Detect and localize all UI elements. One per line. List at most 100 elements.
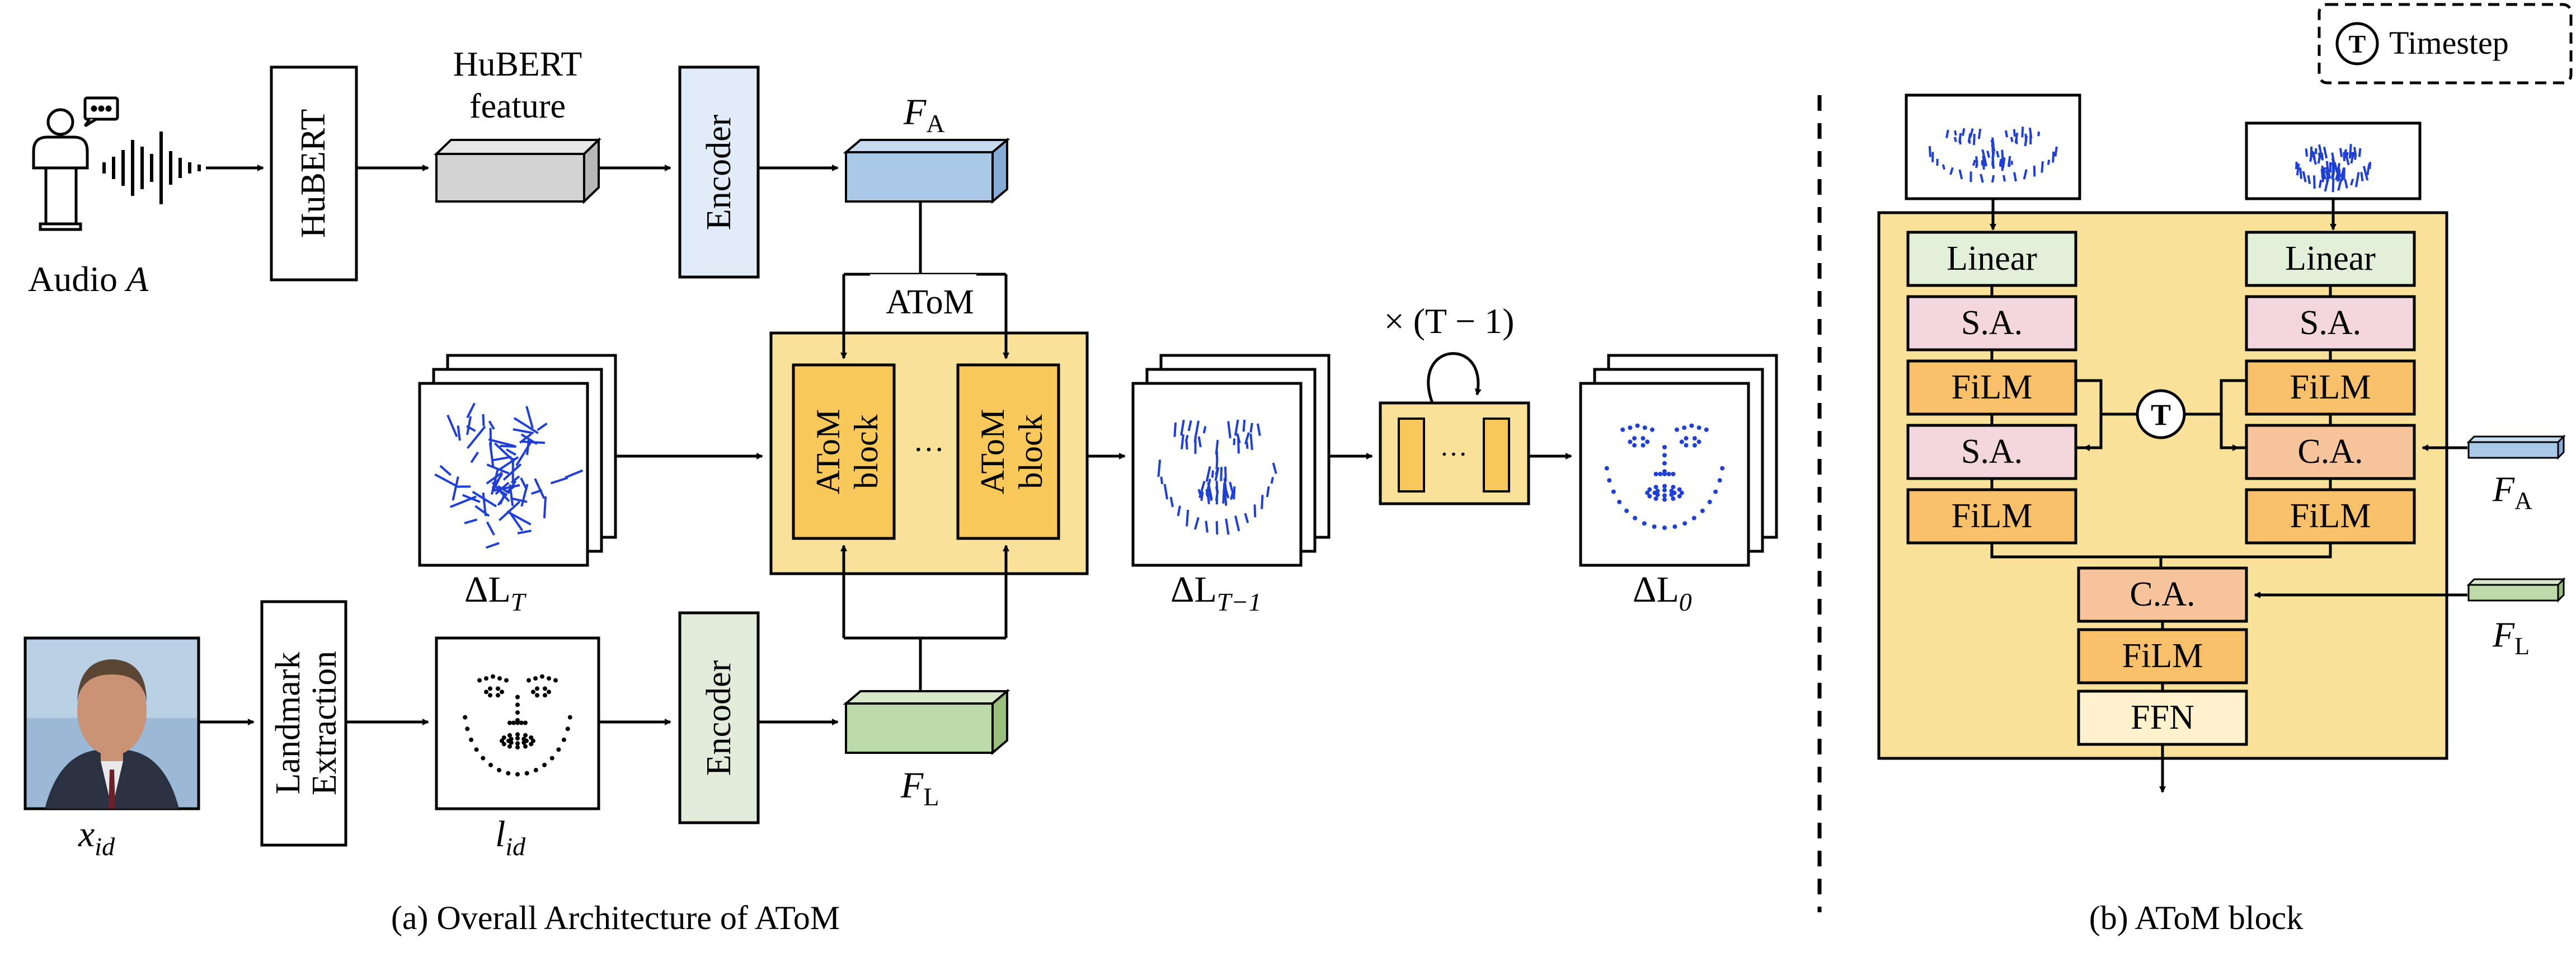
landmark-offset: [1187, 420, 1192, 432]
film-left-2-label: FiLM: [1952, 497, 2033, 535]
landmark-offset: [1197, 436, 1202, 448]
landmark-dot: [1628, 439, 1633, 444]
landmark-offset: [1982, 156, 1985, 165]
merge-connectors: [1990, 543, 2332, 568]
atom-connector-bottom: [840, 545, 1009, 691]
landmark-offset: [449, 495, 477, 508]
landmark-offset: [1991, 157, 1995, 166]
landmark-offset: [1198, 481, 1206, 499]
landmark-offset: [1975, 156, 1978, 167]
landmark-offset: [2014, 132, 2019, 143]
ca-center-label: C.A.: [2130, 575, 2195, 613]
timestep-icon: [2335, 22, 2379, 65]
hubert-block: [270, 65, 358, 282]
identity-landmarks: [463, 674, 572, 777]
landmark-dot: [1645, 490, 1650, 495]
landmark-offset: [1184, 434, 1189, 442]
landmark-dot: [1645, 439, 1650, 444]
landmark-dot: [1682, 425, 1687, 430]
landmark-dot: [1647, 487, 1652, 492]
landmark-dot: [1611, 489, 1616, 494]
landmark-offset: [1186, 509, 1190, 527]
landmark-offset: [1205, 466, 1211, 482]
landmark-dot: [1696, 425, 1701, 430]
landmark-dot: [1671, 485, 1676, 490]
landmark-dot: [1617, 499, 1622, 504]
landmark-dot: [509, 737, 514, 742]
landmark-dot: [1707, 499, 1712, 504]
landmark-dot: [535, 693, 539, 698]
landmark-offset: [488, 442, 495, 468]
landmark-offset: [1211, 470, 1214, 478]
landmark-dot: [1653, 472, 1658, 476]
repeat-ellipsis: ···: [1440, 438, 1468, 470]
delta-lt-stack: [418, 354, 617, 567]
landmark-offset: [2296, 163, 2300, 176]
landmark-dot: [529, 742, 534, 747]
landmark-offset: [2362, 166, 2369, 181]
sa-left-2: [1906, 424, 2077, 480]
landmark-offset: [1202, 426, 1207, 434]
landmark-dot: [1713, 489, 1718, 494]
atom-label: AToM: [886, 283, 974, 321]
landmark-offset: [486, 463, 510, 475]
landmark-offset: [466, 402, 476, 419]
landmark-dot: [515, 702, 520, 707]
film-right-1-label: FiLM: [2290, 368, 2371, 406]
landmark-dot: [1620, 427, 1625, 432]
landmark-offset: [1945, 129, 1949, 138]
landmark-offset: [1253, 504, 1257, 518]
film-center-label: FiLM: [2122, 637, 2203, 675]
identity-face-image: [23, 636, 200, 810]
landmark-dot: [484, 690, 488, 695]
block-input-landmarks-left: [1928, 126, 2058, 183]
landmark-offset: [1962, 128, 1966, 136]
speaker-icon: [32, 96, 119, 231]
landmark-offset: [1991, 151, 1995, 157]
landmark-dot: [491, 674, 495, 679]
caption-b: (b) AToM block: [2089, 899, 2303, 936]
landmark-offset: [496, 487, 508, 496]
landmark-dot: [500, 690, 504, 695]
landmark-dot: [496, 693, 500, 698]
timestep-legend: T Timestep: [2318, 3, 2573, 85]
ca-right: [2245, 424, 2416, 480]
repeat-loop-arrow: [1427, 352, 1482, 404]
landmark-offset: [2329, 162, 2332, 173]
landmark-dot: [1677, 487, 1682, 492]
encoder-bottom-block: [678, 611, 760, 824]
landmark-dot: [501, 742, 506, 747]
landmark-offset: [1256, 423, 1261, 436]
landmark-dot: [1717, 478, 1722, 483]
landmark-offset: [2331, 178, 2335, 193]
landmark-dot: [1662, 526, 1667, 530]
landmark-offset: [565, 469, 584, 479]
landmark-dot: [543, 686, 547, 691]
landmark-offset: [2013, 172, 2017, 182]
linear-left-label: Linear: [1947, 240, 2037, 278]
landmark-offset: [2320, 153, 2324, 161]
landmark-offset: [2334, 165, 2341, 181]
linear-left: [1906, 231, 2077, 287]
landmark-dot: [531, 690, 535, 695]
hubert-feature-prism: [434, 137, 601, 204]
landmark-dot: [1604, 466, 1609, 471]
landmark-dot: [515, 710, 520, 715]
landmark-offset: [1195, 420, 1200, 435]
landmark-offset: [466, 425, 486, 449]
landmark-dot: [523, 720, 528, 725]
landmark-offset: [1234, 515, 1240, 532]
landmark-offset: [534, 478, 546, 499]
landmark-offset: [537, 423, 548, 432]
delta-l0-label: ΔL0: [1633, 569, 1692, 616]
landmark-offset: [520, 484, 529, 507]
landmark-offset: [1207, 482, 1213, 500]
landmark-dot: [535, 686, 539, 691]
landmark-offset: [1983, 157, 1987, 166]
landmark-dot: [463, 715, 468, 720]
landmark-offset: [2340, 167, 2345, 178]
landmark-dot: [481, 756, 486, 761]
landmark-dot: [1691, 515, 1696, 520]
landmark-offset: [491, 456, 512, 462]
